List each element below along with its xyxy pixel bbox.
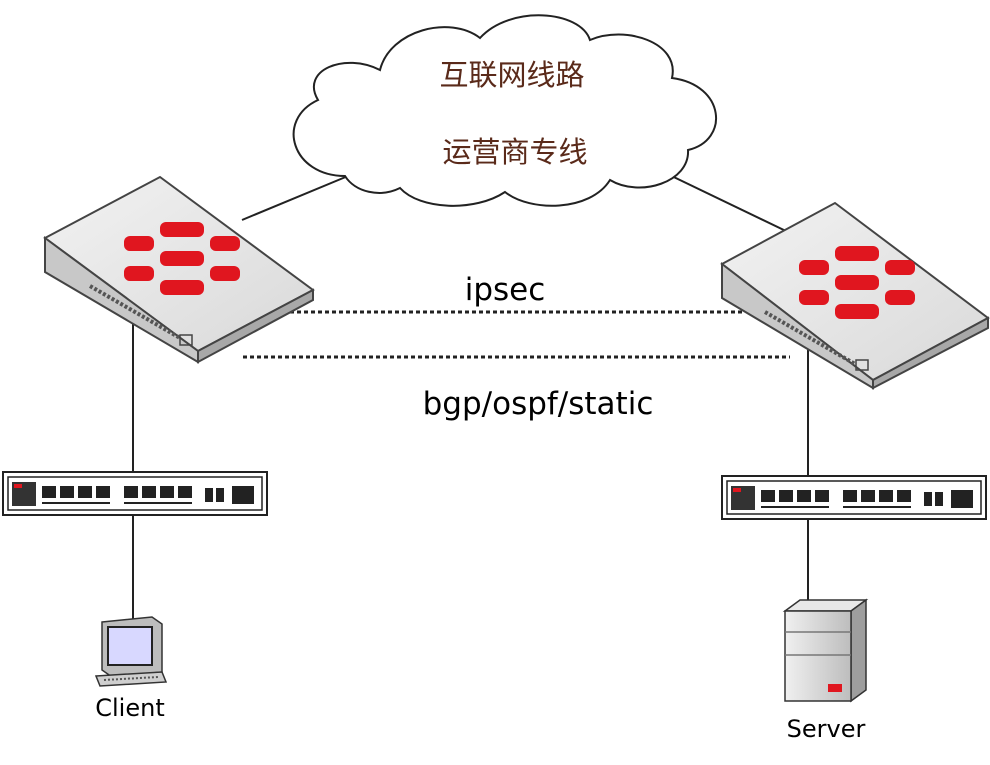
fortinet-logo-icon [124,222,240,295]
cloud-label-internet: 互联网线路 [439,58,584,92]
firewall-left [43,175,315,364]
link-cloud-to-fw-right [654,167,789,233]
cloud-label-carrier-line: 运营商专线 [442,135,587,169]
switch-left [2,471,268,516]
client-computer-icon [94,616,168,687]
ipsec-label: ipsec [465,272,546,308]
fortinet-logo-icon [799,246,915,319]
link-fw-left-to-cloud [241,175,349,221]
routing-protocols-label: bgp/ospf/static [423,386,654,422]
connection-lines [132,167,809,620]
internet-cloud: 互联网线路 运营商专线 [292,14,718,207]
client-label: Client [95,694,164,722]
firewall-right [720,201,990,390]
server-label: Server [787,715,866,743]
server-icon [782,598,869,703]
switch-right [721,475,987,520]
